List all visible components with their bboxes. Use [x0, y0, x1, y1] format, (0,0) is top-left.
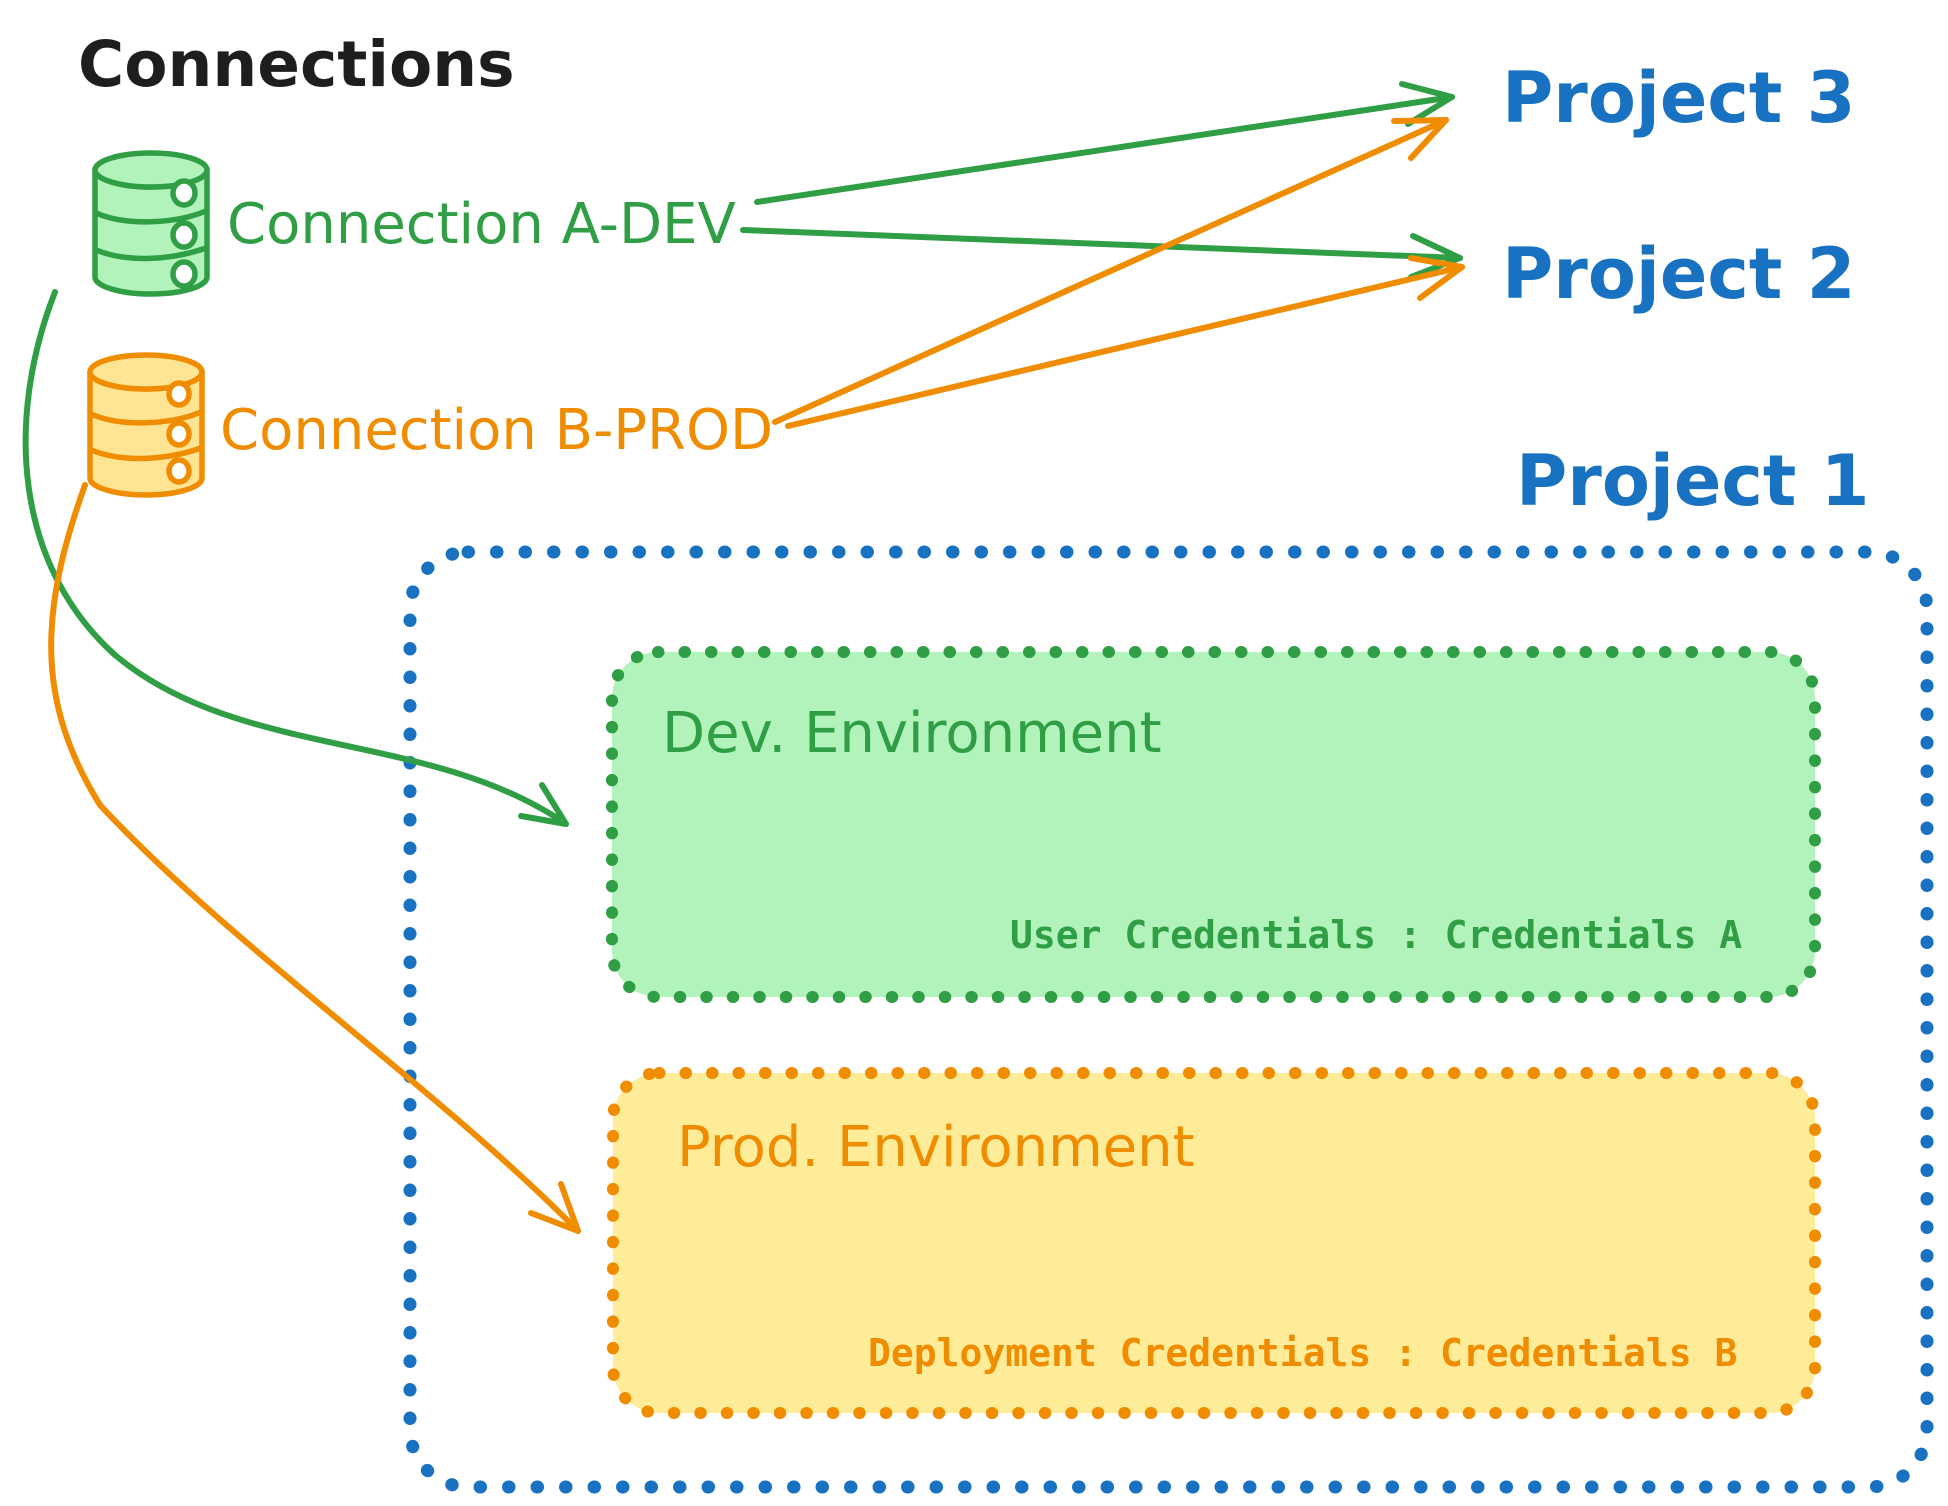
database-prod-dot-2: [166, 420, 192, 448]
prod-environment-box: Prod. Environment Deployment Credentials…: [607, 1067, 1821, 1419]
curved-arrow-dev: [22, 289, 569, 827]
arrow-a-dev-to-project-2: [740, 227, 1463, 261]
database-dev-top: [92, 150, 210, 190]
connection-b-prod-node: Connection B-PROD: [87, 352, 773, 498]
arrow-a-dev-to-dev-environment: [22, 289, 569, 827]
database-dev-icon: [92, 150, 210, 297]
database-prod-top: [87, 352, 205, 392]
database-prod-icon: [87, 352, 205, 498]
database-dev-divider-2: [93, 245, 209, 262]
arrow-a-dev-to-dev-environment-head: [518, 782, 569, 827]
prod-environment-rect: [607, 1067, 1821, 1419]
database-dev-dot-1: [170, 178, 198, 208]
curved-arrow-prod: [48, 482, 581, 1234]
b-prod-arrows: [772, 117, 1465, 429]
dev-environment-rect: [606, 646, 1821, 1003]
database-prod-divider-2: [88, 445, 204, 462]
arrow-b-prod-to-project-2-head: [1408, 255, 1465, 301]
diagram-title: Connections: [78, 28, 515, 101]
arrow-a-dev-to-project-3: [754, 94, 1455, 205]
dev-environment-title: Dev. Environment: [662, 701, 1162, 766]
a-dev-arrows: [740, 81, 1463, 280]
arrow-b-prod-to-project-3-head: [1391, 117, 1449, 161]
arrow-b-prod-to-project-3: [772, 117, 1449, 425]
arrow-a-dev-to-project-2-head: [1408, 233, 1463, 280]
arrow-a-dev-to-project-3-head: [1399, 81, 1455, 127]
connection-b-prod-label: Connection B-PROD: [220, 398, 773, 463]
database-dev-dot-3: [170, 259, 198, 289]
project-1-container-box: [403, 545, 1934, 1494]
database-prod-dot-3: [166, 457, 192, 485]
prod-environment-title: Prod. Environment: [677, 1115, 1195, 1180]
connection-a-dev-label: Connection A-DEV: [227, 192, 736, 257]
arrow-b-prod-to-project-2: [785, 264, 1465, 429]
dev-environment-credentials-label: User Credentials : Credentials A: [1010, 913, 1742, 957]
arrow-b-prod-to-prod-environment-head: [528, 1181, 581, 1234]
database-prod-dot-1: [166, 380, 192, 408]
project-1-label: Project 1: [1516, 440, 1869, 522]
connection-a-dev-node: Connection A-DEV: [92, 150, 736, 297]
database-prod-divider-1: [88, 409, 204, 426]
project-2-label: Project 2: [1502, 233, 1855, 315]
project-3-label: Project 3: [1502, 57, 1855, 139]
prod-environment-credentials-label: Deployment Credentials : Credentials B: [868, 1331, 1737, 1375]
dev-environment-box: Dev. Environment User Credentials : Cred…: [606, 646, 1821, 1003]
arrow-b-prod-to-prod-environment: [48, 482, 581, 1234]
database-dev-divider-1: [93, 208, 209, 225]
database-dev-dot-2: [170, 220, 198, 250]
